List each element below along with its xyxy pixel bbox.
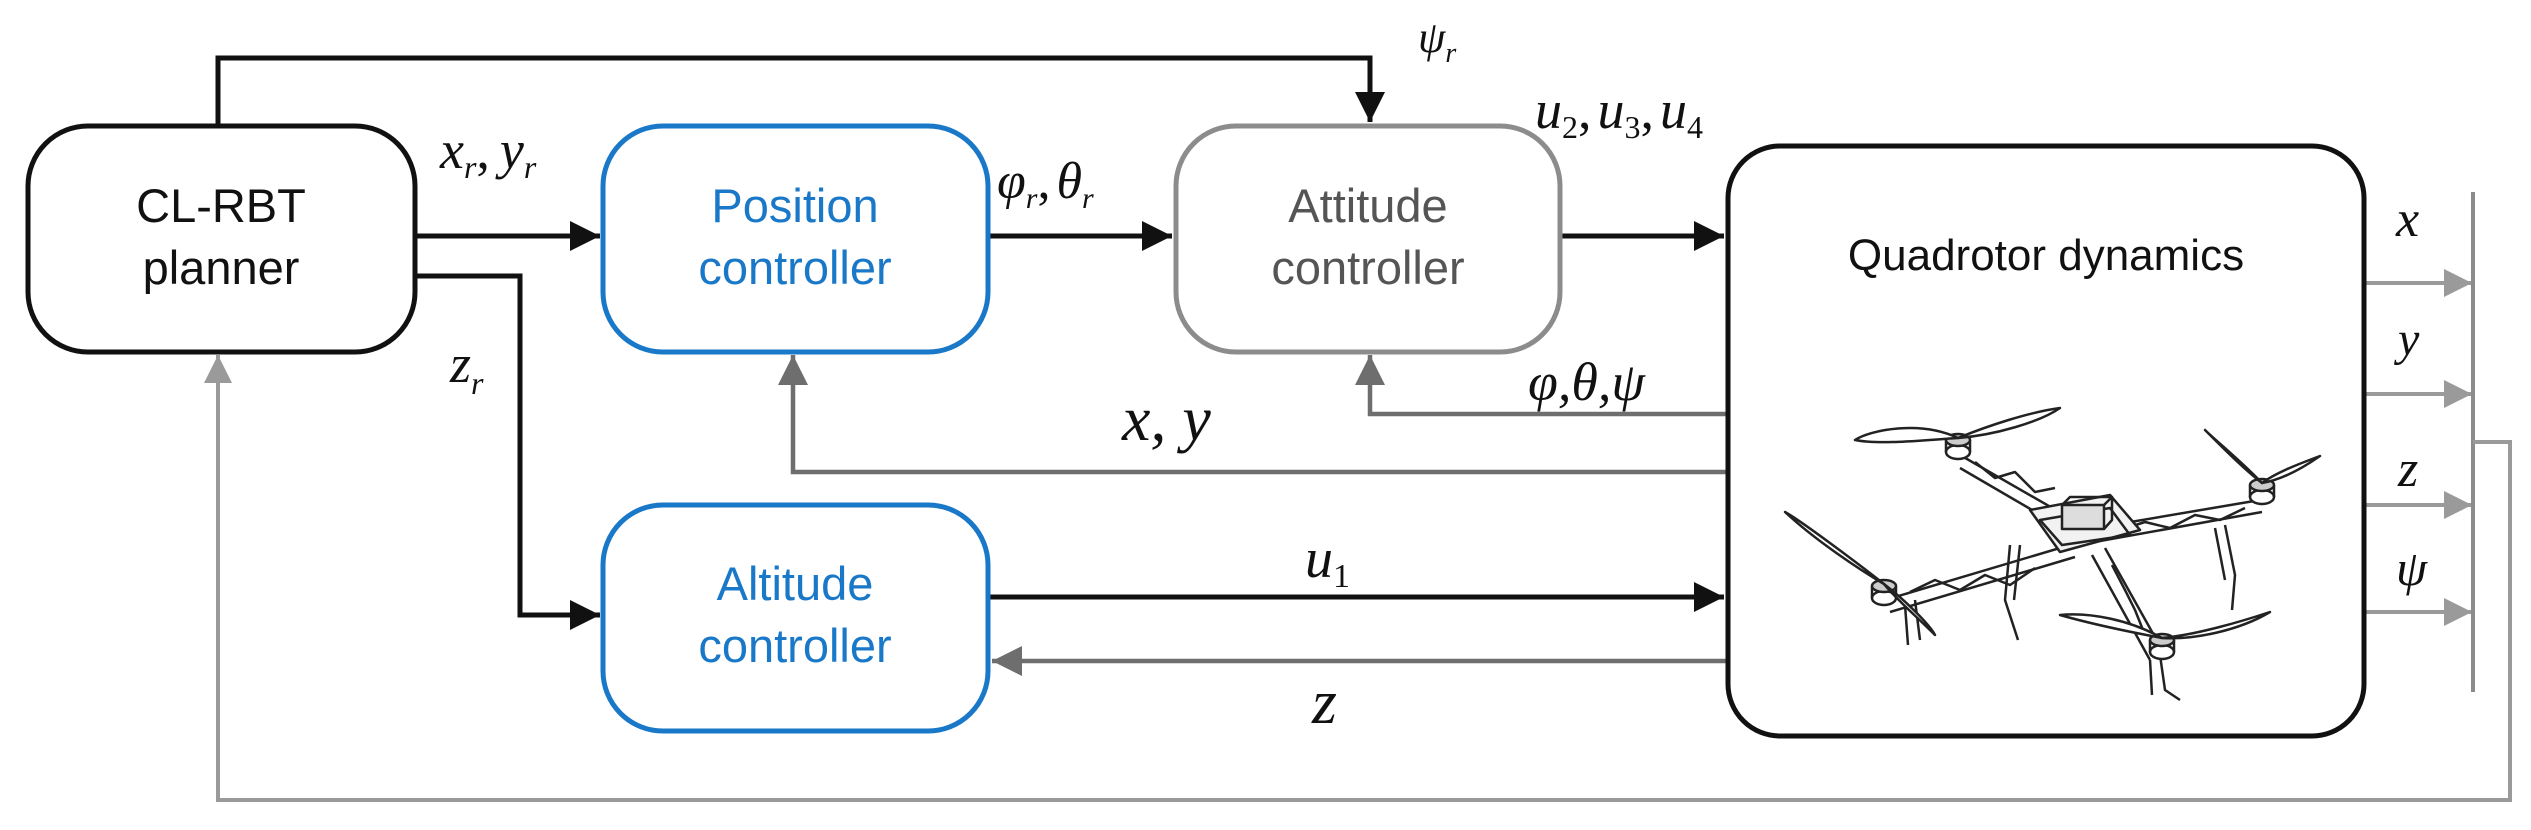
state-feedback-arrow <box>204 355 2512 802</box>
dynamics-title: Quadrotor dynamics <box>1848 231 2244 280</box>
altitude-label-line1: Altitude <box>717 557 874 610</box>
output-psi-label: ψ <box>2396 540 2428 596</box>
planner-block: CL-RBT planner <box>25 123 418 355</box>
xy-feedback-arrow <box>778 355 1726 475</box>
planner-label-line2: planner <box>143 241 300 294</box>
angles-feedback-label: φ,θ,ψ <box>1528 352 1646 412</box>
output-y-label: y <box>2393 313 2420 366</box>
angles-feedback-arrow <box>1355 355 1726 417</box>
quadrotor-dynamics-block: Quadrotor dynamics <box>1725 143 2367 739</box>
output-z-label: z <box>2397 441 2418 498</box>
position-label-line1: Position <box>711 179 878 232</box>
attitude-controller-block: Attitude controller <box>1173 123 1563 355</box>
altitude-label-line2: controller <box>698 619 891 672</box>
altitude-controller-block: Altitude controller <box>600 502 991 734</box>
phi-theta-reference-label: φr,θr <box>997 153 1094 215</box>
psi-r-label: ψr <box>1418 13 1456 69</box>
u234-label: u2,u3,u4 <box>1535 80 1703 145</box>
planner-label-line1: CL-RBT <box>136 179 306 232</box>
attitude-label-line1: Attitude <box>1288 179 1447 232</box>
zr-arrow <box>415 273 600 630</box>
xr-yr-label: xr,yr <box>439 120 537 185</box>
z-feedback-label: z <box>1311 666 1337 737</box>
zr-label: zr <box>449 334 484 401</box>
attitude-label-line2: controller <box>1271 241 1464 294</box>
quadrotor-drone-icon <box>1783 406 2322 702</box>
xy-feedback-label: x, y <box>1121 383 1211 454</box>
position-label-line2: controller <box>698 241 891 294</box>
output-x-label: x <box>2395 191 2419 248</box>
psi-r-reference-arrow <box>215 55 1385 126</box>
u1-label: u1 <box>1305 528 1350 595</box>
position-controller-block: Position controller <box>600 123 991 355</box>
